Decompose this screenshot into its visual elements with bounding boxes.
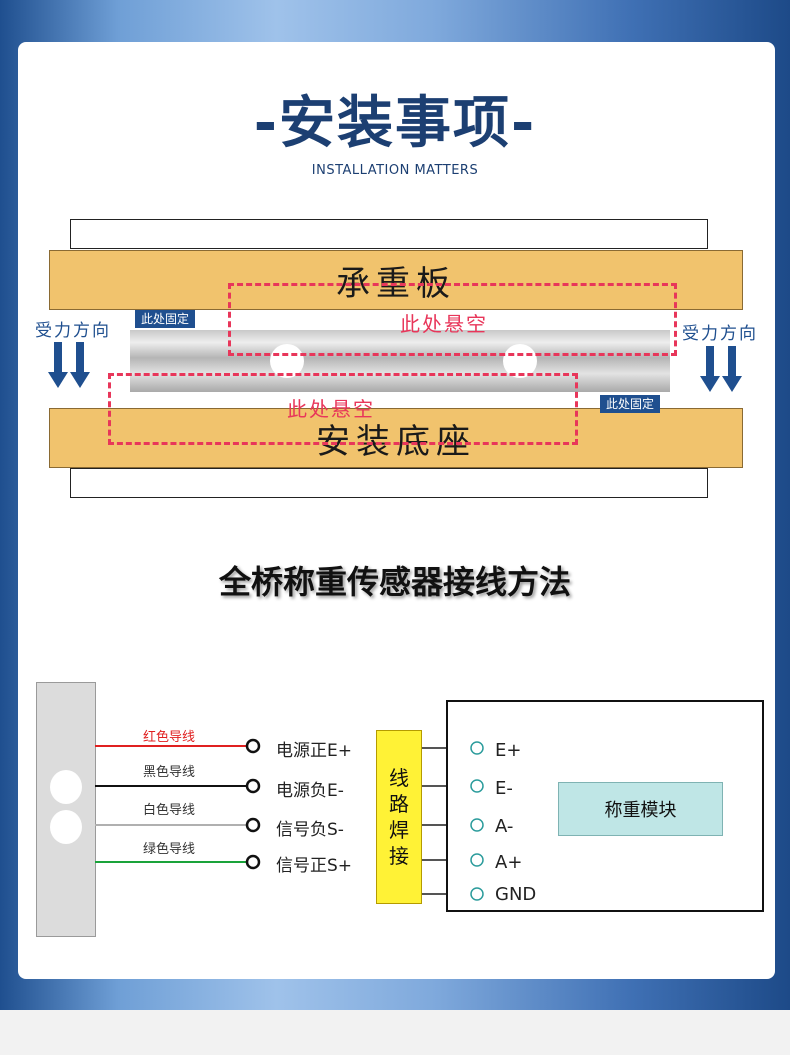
- suspended-zone-top: [228, 283, 677, 356]
- pin-e-minus: [470, 779, 484, 793]
- beam-hole-right: [503, 344, 537, 378]
- suspended-label-top: 此处悬空: [400, 312, 488, 336]
- terminal-label-e-plus: 电源正E+: [276, 741, 352, 761]
- module-pins: [470, 741, 484, 901]
- sensor-hole-top: [50, 770, 82, 804]
- terminal-label-s-minus: 信号负S-: [276, 820, 344, 840]
- force-direction-left: 受力方向: [35, 321, 111, 341]
- pin-a-minus: [470, 818, 484, 832]
- pin-label-gnd: GND: [495, 884, 537, 905]
- bottom-frame: [70, 468, 708, 498]
- terminal-label-e-minus: 电源负E-: [276, 781, 344, 801]
- force-direction-right: 受力方向: [682, 324, 758, 344]
- top-plate: 承重板: [49, 250, 743, 310]
- bottom-plate: 安装底座: [49, 408, 743, 468]
- terminal-e-minus: [245, 778, 261, 794]
- terminal-s-plus: [245, 854, 261, 870]
- wire-label-red: 红色导线: [143, 730, 196, 745]
- page-subtitle: INSTALLATION MATTERS: [311, 163, 479, 178]
- solder-joint-box: 线 路 焊 接: [376, 730, 422, 904]
- top-frame: [70, 219, 708, 249]
- wire-label-green: 绿色导线: [143, 842, 196, 857]
- solder-char-3: 焊: [389, 818, 409, 842]
- solder-char-2: 路: [389, 792, 409, 816]
- solder-char-4: 接: [389, 844, 409, 868]
- wire-label-white: 白色导线: [143, 803, 196, 818]
- load-cell-beam: [130, 330, 670, 392]
- pin-label-e-minus: E-: [495, 778, 513, 799]
- terminal-label-s-plus: 信号正S+: [276, 856, 353, 876]
- weighing-module-label: 称重模块: [558, 782, 723, 836]
- down-arrows-left-icon: [48, 342, 90, 388]
- bottom-plate-label: 安装底座: [316, 421, 476, 462]
- pin-a-plus: [470, 853, 484, 867]
- pin-e-plus: [470, 741, 484, 755]
- wiring-title: 全桥称重传感器接线方法: [218, 563, 571, 601]
- terminal-s-minus: [245, 817, 261, 833]
- page-title: -安装事项-: [253, 91, 537, 156]
- suspended-zone-bottom: [108, 373, 578, 445]
- pin-label-a-minus: A-: [495, 816, 514, 837]
- suspended-label-bottom: 此处悬空: [287, 397, 375, 421]
- sensor-body: [36, 682, 96, 937]
- pin-label-a-plus: A+: [495, 852, 523, 873]
- fixed-tag-left: 此处固定: [135, 310, 196, 328]
- pin-label-e-plus: E+: [495, 740, 522, 761]
- sensor-hole-bottom: [50, 810, 82, 844]
- fixed-tag-right: 此处固定: [600, 395, 661, 413]
- wiring-lines: [95, 738, 470, 895]
- down-arrows-right-icon: [700, 346, 742, 392]
- wire-label-black: 黑色导线: [143, 765, 196, 780]
- beam-hole-left: [270, 344, 304, 378]
- solder-char-1: 线: [389, 766, 409, 790]
- pin-gnd: [470, 887, 484, 901]
- terminal-e-plus: [245, 738, 261, 754]
